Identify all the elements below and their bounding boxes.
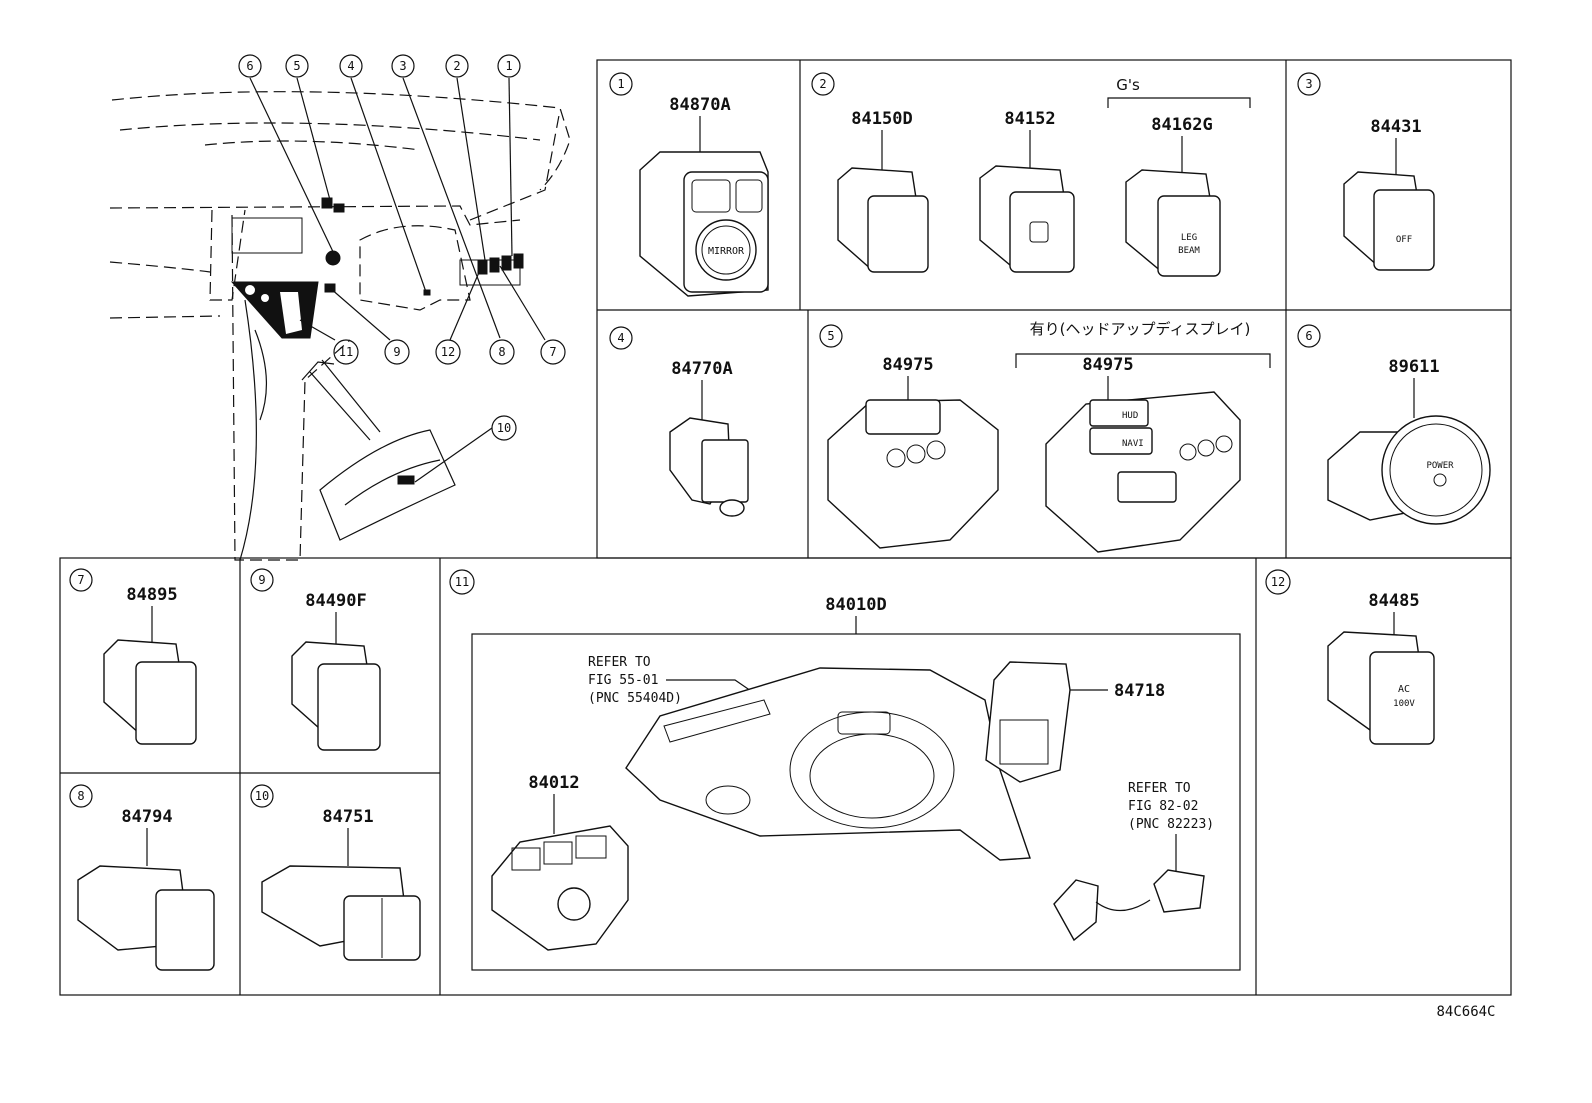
svg-text:1: 1 xyxy=(505,59,512,73)
svg-text:5: 5 xyxy=(293,59,300,73)
panel-4: 4 84770A xyxy=(609,326,749,517)
panel-10: 10 84751 xyxy=(250,784,421,961)
panel-9: 9 84490F xyxy=(250,568,381,751)
svg-text:11: 11 xyxy=(339,345,353,359)
off-label: OFF xyxy=(1396,235,1412,245)
dashboard-overview xyxy=(109,77,571,561)
panel-12: 12 84485 AC 100V xyxy=(1265,569,1435,745)
gs-label: G's xyxy=(1116,76,1140,94)
beam-label: BEAM xyxy=(1178,246,1200,256)
part-number-84751: 84751 xyxy=(322,807,373,827)
part-number-84150d: 84150D xyxy=(851,109,912,129)
svg-text:6: 6 xyxy=(1305,329,1312,343)
hud-label: HUD xyxy=(1122,411,1138,421)
panel-5: 5 有り(ヘッドアップディスプレイ) 84975 84975 HUD NAVI xyxy=(819,320,1271,553)
svg-text:12: 12 xyxy=(441,345,455,359)
mirror-label: MIRROR xyxy=(708,246,745,257)
part-number-84010d: 84010D xyxy=(825,595,886,615)
panel-1: 1 84870A MIRROR xyxy=(609,72,769,297)
svg-text:3: 3 xyxy=(1305,77,1312,91)
svg-text:7: 7 xyxy=(77,573,84,587)
callout-9: 9 xyxy=(384,339,410,365)
svg-text:9: 9 xyxy=(258,573,265,587)
svg-text:2: 2 xyxy=(819,77,826,91)
svg-text:4: 4 xyxy=(347,59,354,73)
part-number-84794: 84794 xyxy=(121,807,172,827)
volt-label: 100V xyxy=(1393,699,1415,709)
part-number-84770a: 84770A xyxy=(671,359,732,379)
part-number-84895: 84895 xyxy=(126,585,177,605)
callout-12: 12 xyxy=(435,339,461,365)
callout-4: 4 xyxy=(339,54,363,78)
refer-note-2-line3: (PNC 82223) xyxy=(1128,817,1214,832)
panel-3: 3 84431 OFF xyxy=(1297,72,1435,271)
part-number-84152: 84152 xyxy=(1004,109,1055,129)
part-number-84162g: 84162G xyxy=(1151,115,1212,135)
svg-text:7: 7 xyxy=(549,345,556,359)
part-number-84718: 84718 xyxy=(1114,681,1165,701)
ac-label: AC xyxy=(1398,684,1410,695)
callout-1: 1 xyxy=(497,54,521,78)
part-number-84485: 84485 xyxy=(1368,591,1419,611)
callout-10: 10 xyxy=(491,415,517,441)
refer-note-1-line1: REFER TO xyxy=(588,655,651,670)
refer-note-2-line2: FIG 82-02 xyxy=(1128,799,1198,814)
callout-2: 2 xyxy=(445,54,469,78)
svg-text:8: 8 xyxy=(498,345,505,359)
part-number-84490f: 84490F xyxy=(305,591,366,611)
diagram-code: 84C664C xyxy=(1436,1004,1495,1020)
part-number-84012: 84012 xyxy=(528,773,579,793)
svg-text:9: 9 xyxy=(393,345,400,359)
svg-text:8: 8 xyxy=(77,789,84,803)
svg-text:5: 5 xyxy=(827,329,834,343)
callout-5: 5 xyxy=(285,54,309,78)
navi-label: NAVI xyxy=(1122,439,1144,449)
svg-text:4: 4 xyxy=(617,331,624,345)
callout-7: 7 xyxy=(540,339,566,365)
part-number-89611: 89611 xyxy=(1388,357,1439,377)
part-number-84431: 84431 xyxy=(1370,117,1421,137)
panel-6: 6 89611 POWER xyxy=(1297,324,1491,525)
callout-11: 11 xyxy=(333,339,359,365)
callout-3: 3 xyxy=(391,54,415,78)
part-number-84975-hud: 84975 xyxy=(1082,355,1133,375)
svg-text:10: 10 xyxy=(497,421,511,435)
svg-text:6: 6 xyxy=(246,59,253,73)
svg-text:1: 1 xyxy=(617,77,624,91)
leg-label: LEG xyxy=(1181,233,1197,243)
part-number-84975-std: 84975 xyxy=(882,355,933,375)
svg-text:3: 3 xyxy=(399,59,406,73)
hud-option-label: 有り(ヘッドアップディスプレイ) xyxy=(1030,320,1251,338)
refer-note-1-line3: (PNC 55404D) xyxy=(588,691,682,706)
callout-8: 8 xyxy=(489,339,515,365)
svg-text:12: 12 xyxy=(1271,575,1285,589)
panel-8: 8 84794 xyxy=(69,784,215,971)
refer-note-2-line1: REFER TO xyxy=(1128,781,1191,796)
svg-text:11: 11 xyxy=(455,575,469,589)
callout-6: 6 xyxy=(238,54,262,78)
svg-text:10: 10 xyxy=(255,789,269,803)
refer-note-1-line2: FIG 55-01 xyxy=(588,673,658,688)
part-number-84870a: 84870A xyxy=(669,95,730,115)
power-label: POWER xyxy=(1426,461,1454,471)
panel-grid xyxy=(59,59,1512,996)
svg-text:2: 2 xyxy=(453,59,460,73)
panel-11: 11 84010D REFER TO FIG 55-01 (PNC 55404D… xyxy=(449,569,1241,971)
panel-7: 7 84895 xyxy=(69,568,197,745)
panel-2: 2 G's 84150D 84152 84162G LEG BEAM xyxy=(811,72,1251,277)
